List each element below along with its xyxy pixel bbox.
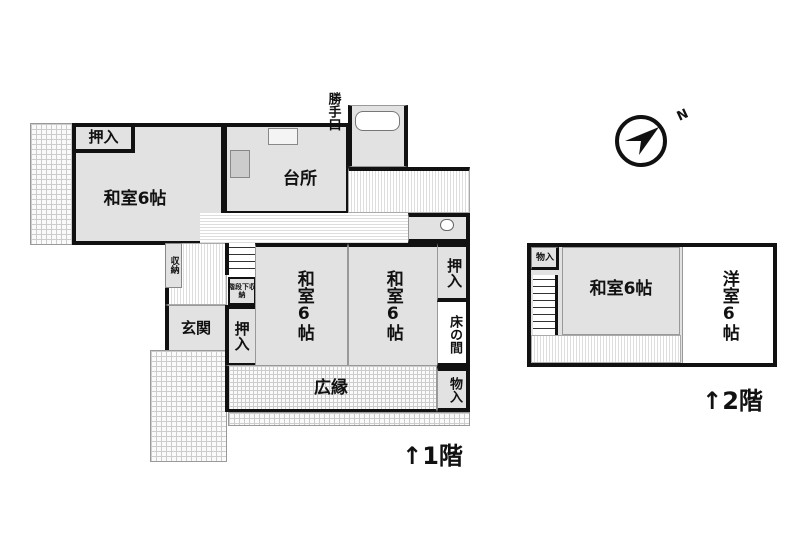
back-corridor <box>348 167 470 213</box>
tokonoma-label: 床の間 <box>446 315 462 354</box>
room-genkan <box>165 305 227 352</box>
left-deck <box>30 123 74 245</box>
room-washitsu-2f <box>562 247 680 335</box>
room-oshiire-top <box>72 123 135 153</box>
entrance-deck <box>150 350 227 462</box>
compass <box>615 115 667 167</box>
genkan-label: 玄関 <box>180 318 211 337</box>
compass-north-label: N <box>674 106 691 125</box>
floor1-label: ↑1階 <box>402 442 463 471</box>
room-toilet <box>408 213 470 243</box>
room-yoshitsu <box>682 247 773 363</box>
oshiire-left-label: 押入 <box>232 321 251 351</box>
floor2-label: ↑2階 <box>702 387 763 416</box>
washitsu-mid-label: 和室6帖 <box>293 269 314 341</box>
washitsu-right-label: 和室6帖 <box>382 269 403 341</box>
room-washitsu-right <box>348 243 438 367</box>
katteguchi-label: 勝手口 <box>325 91 341 131</box>
bathtub-icon <box>355 111 400 131</box>
washitsu-left-label: 和室6帖 <box>103 189 167 210</box>
washitsu-2f-label: 和室6帖 <box>589 279 653 300</box>
stairs-2f <box>533 275 558 335</box>
room-tokonoma <box>437 302 470 367</box>
hiroen-label: 広縁 <box>314 377 348 398</box>
shuno-label: 収納 <box>168 256 179 274</box>
room-oshiire-right <box>437 243 470 302</box>
stairs <box>225 243 257 275</box>
oshiire-top-label: 押入 <box>88 128 119 147</box>
room-hiroen <box>225 365 437 412</box>
kitchen-label: 台所 <box>283 169 317 190</box>
room-shuno <box>165 243 182 288</box>
room-monoire <box>437 367 470 412</box>
room-monoire-2f <box>531 247 559 270</box>
kaidanshita-label: 階段下収納 <box>228 282 256 299</box>
front-deck <box>228 412 470 426</box>
floor2-corridor <box>531 335 681 363</box>
oshiire-right-label: 押入 <box>445 257 464 288</box>
monoire-label: 物入 <box>446 376 462 403</box>
yoshitsu-label: 洋室6帖 <box>718 269 739 341</box>
room-washitsu-mid <box>255 243 348 367</box>
monoire-2f-label: 物入 <box>535 253 554 264</box>
stove-icon <box>230 150 250 178</box>
north-arrow-icon <box>625 127 659 155</box>
toilet-icon <box>440 219 454 231</box>
sink-icon <box>268 128 298 145</box>
